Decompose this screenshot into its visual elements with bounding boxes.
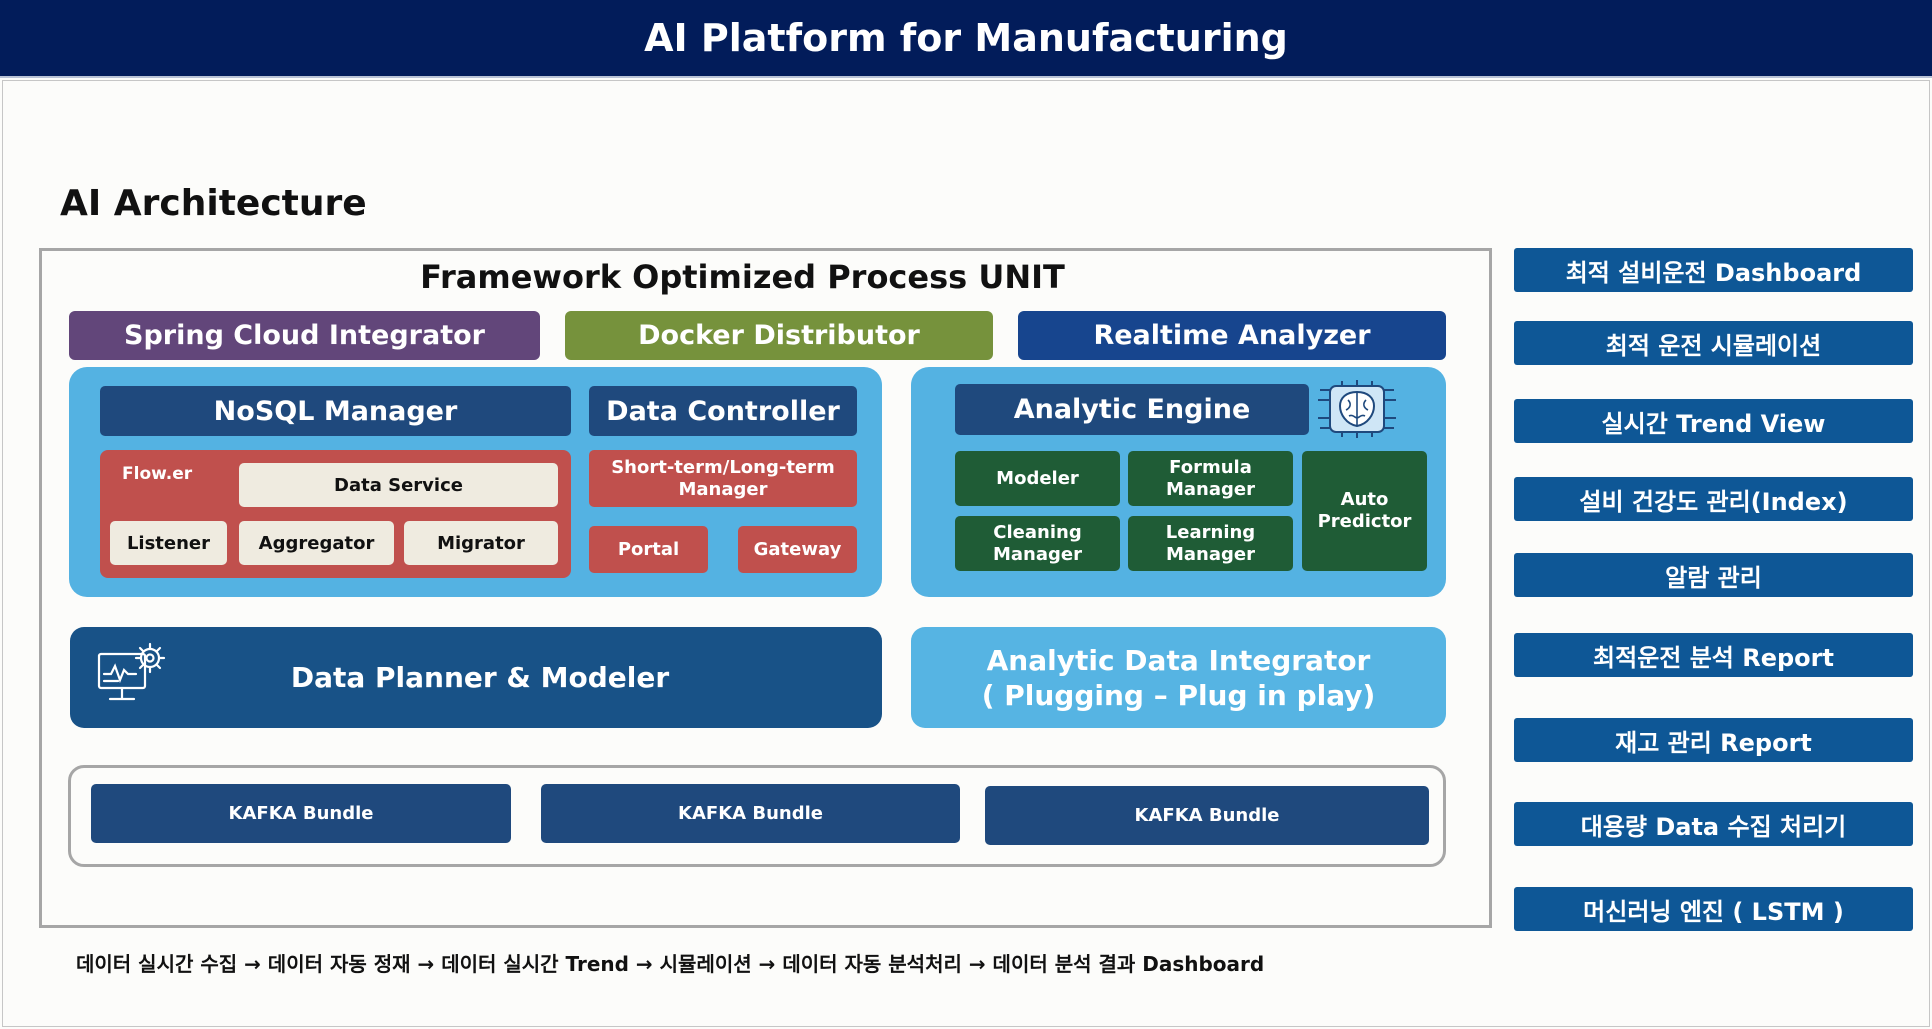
side-item-health-index: 설비 건강도 관리(Index) — [1514, 477, 1913, 521]
page-header: AI Platform for Manufacturing — [0, 0, 1932, 78]
side-item-ml-engine: 머신러닝 엔진 ( LSTM ) — [1514, 887, 1913, 931]
stlt-line-1: Short-term/Long-term — [611, 456, 835, 478]
spring-cloud-integrator: Spring Cloud Integrator — [69, 311, 540, 360]
listener: Listener — [110, 521, 227, 565]
framework-title: Framework Optimized Process UNIT — [420, 258, 1065, 296]
docker-distributor: Docker Distributor — [565, 311, 993, 360]
kafka-bundle-1: KAFKA Bundle — [91, 784, 511, 843]
data-planner-modeler: Data Planner & Modeler — [290, 661, 670, 694]
cleaning-line-1: Cleaning — [993, 521, 1082, 543]
learning-manager: Learning Manager — [1128, 516, 1293, 571]
integrator-line-2: ( Plugging – Plug in play) — [981, 678, 1376, 712]
nosql-manager: NoSQL Manager — [100, 386, 571, 436]
side-item-dashboard: 최적 설비운전 Dashboard — [1514, 248, 1913, 292]
data-service: Data Service — [239, 463, 558, 507]
aggregator: Aggregator — [239, 521, 394, 565]
auto-predictor: Auto Predictor — [1302, 451, 1427, 571]
section-title: AI Architecture — [60, 183, 367, 224]
kafka-bundle-2: KAFKA Bundle — [541, 784, 960, 843]
analytic-data-integrator: Analytic Data Integrator ( Plugging – Pl… — [911, 627, 1446, 728]
learning-line-1: Learning — [1165, 521, 1256, 543]
data-controller: Data Controller — [589, 386, 857, 436]
formula-manager: Formula Manager — [1128, 451, 1293, 506]
realtime-analyzer: Realtime Analyzer — [1018, 311, 1446, 360]
monitor-gear-icon — [96, 640, 168, 706]
cleaning-line-2: Manager — [993, 543, 1082, 565]
data-planner-box — [70, 627, 882, 728]
analytic-engine: Analytic Engine — [955, 384, 1309, 435]
cleaning-manager: Cleaning Manager — [955, 516, 1120, 571]
short-long-term-manager: Short-term/Long-term Manager — [589, 450, 857, 507]
canvas-frame — [2, 80, 1930, 1027]
formula-line-1: Formula — [1169, 456, 1252, 478]
gateway: Gateway — [738, 526, 857, 573]
kafka-bundle-3: KAFKA Bundle — [985, 786, 1429, 845]
portal: Portal — [589, 526, 708, 573]
side-item-simulation: 최적 운전 시뮬레이션 — [1514, 321, 1913, 365]
page-title: AI Platform for Manufacturing — [644, 16, 1288, 60]
brain-chip-icon — [1316, 380, 1398, 438]
side-item-inventory-report: 재고 관리 Report — [1514, 718, 1913, 762]
auto-line-1: Auto — [1340, 489, 1389, 511]
side-item-alarm: 알람 관리 — [1514, 553, 1913, 597]
learning-line-2: Manager — [1166, 543, 1255, 565]
auto-line-2: Predictor — [1317, 511, 1412, 532]
formula-line-2: Manager — [1166, 478, 1255, 500]
modeler: Modeler — [955, 451, 1120, 506]
migrator: Migrator — [404, 521, 558, 565]
side-item-analysis-report: 최적운전 분석 Report — [1514, 633, 1913, 677]
side-item-data-collector: 대용량 Data 수집 처리기 — [1514, 802, 1913, 846]
stlt-line-2: Manager — [678, 478, 768, 500]
side-item-trend-view: 실시간 Trend View — [1514, 399, 1913, 443]
flower-label: Flow.er — [122, 464, 193, 484]
process-flow-caption: 데이터 실시간 수집 → 데이터 자동 정재 → 데이터 실시간 Trend →… — [76, 952, 1265, 976]
integrator-line-1: Analytic Data Integrator — [986, 643, 1371, 677]
